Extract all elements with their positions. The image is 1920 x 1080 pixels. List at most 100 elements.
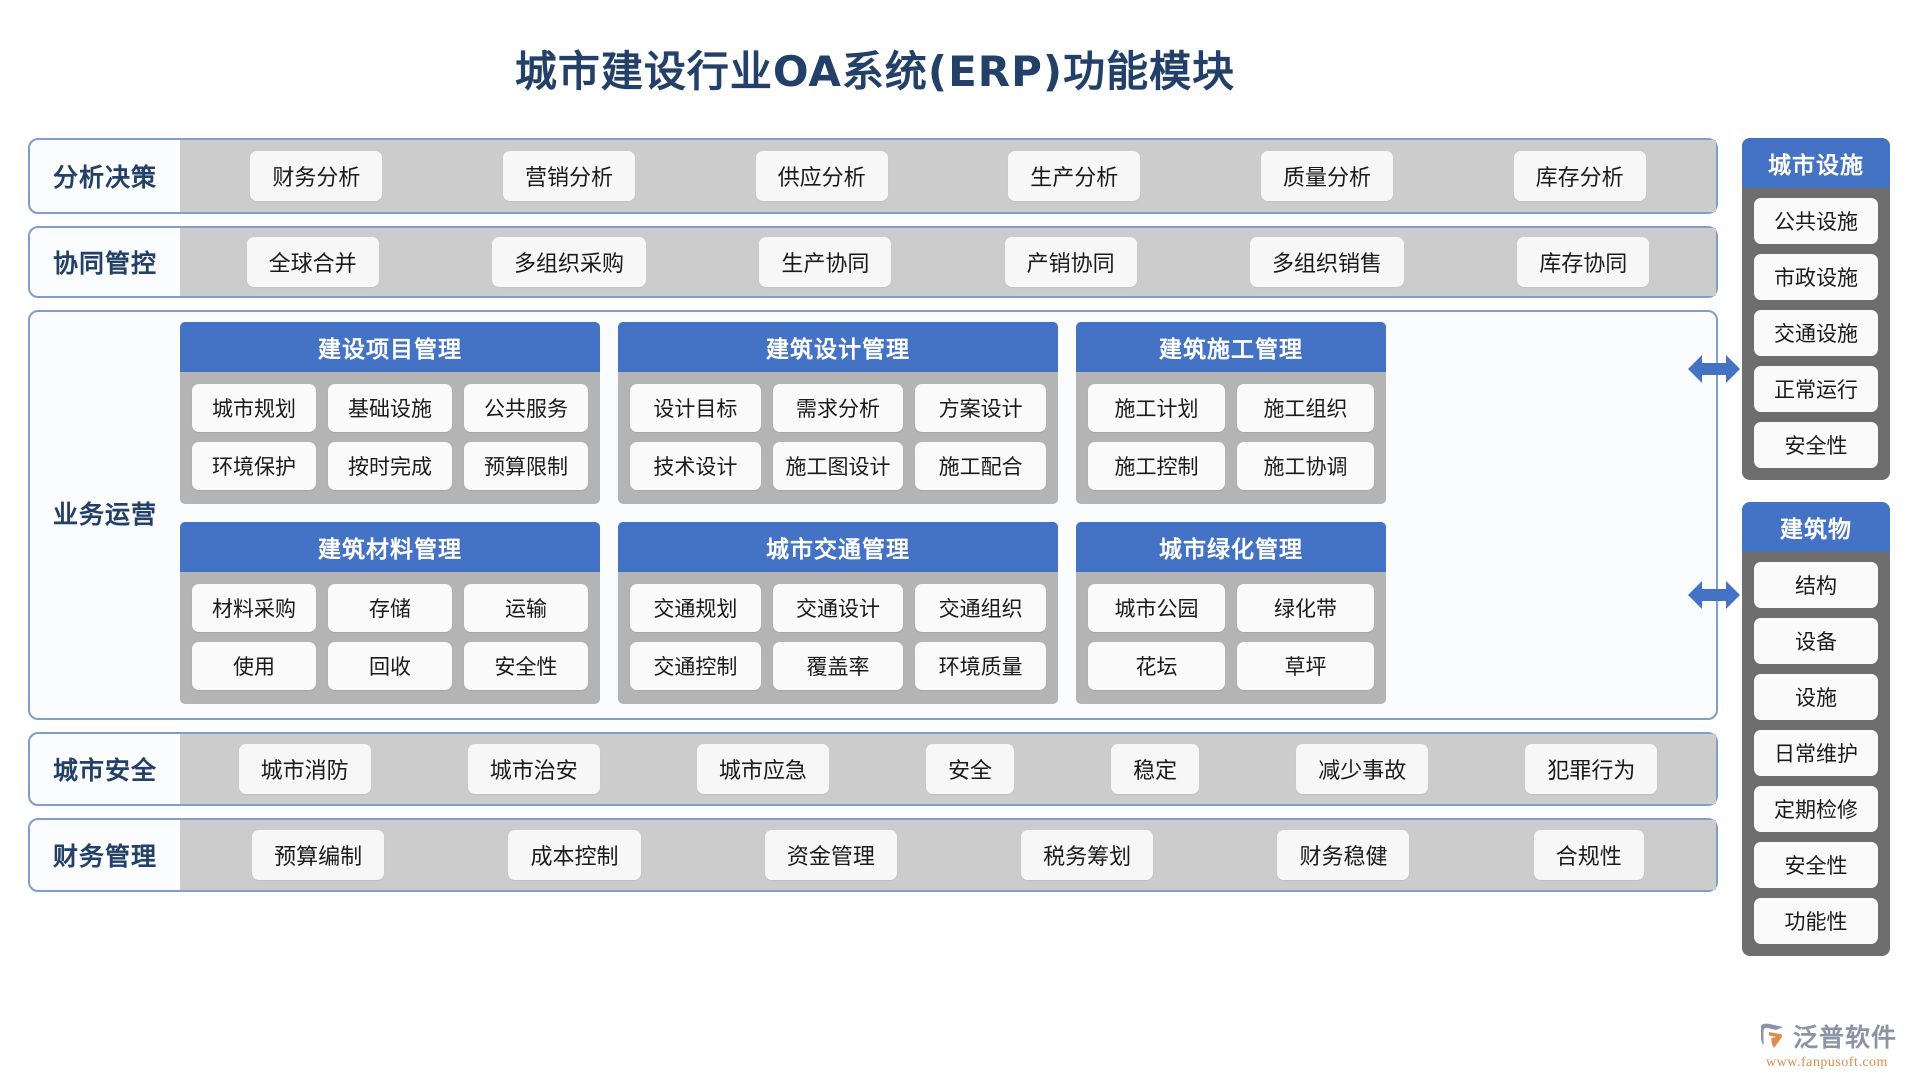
tile[interactable]: 使用: [192, 642, 316, 690]
logo-row: 泛普软件: [1757, 1018, 1897, 1054]
tile[interactable]: 公共服务: [464, 384, 588, 432]
brand-logo: 泛普软件 www.fanpusoft.com: [1742, 1018, 1912, 1071]
panel-list: 结构 设备 设施 日常维护 定期检修 安全性 功能性: [1742, 552, 1890, 944]
panel-item[interactable]: 公共设施: [1754, 198, 1878, 244]
chip-city-safety-0[interactable]: 城市消防: [238, 744, 371, 794]
panel-item[interactable]: 安全性: [1754, 842, 1878, 888]
tile[interactable]: 方案设计: [915, 384, 1047, 432]
panel-title: 建筑物: [1742, 502, 1890, 552]
section-collaboration: 协同管控 全球合并 多组织采购 生产协同 产销协同 多组织销售 库存协同: [28, 226, 1718, 298]
chip-analysis-0[interactable]: 财务分析: [250, 151, 383, 201]
tile[interactable]: 施工图设计: [772, 442, 904, 490]
tile[interactable]: 绿化带: [1237, 584, 1374, 632]
tile[interactable]: 设计目标: [630, 384, 761, 432]
panel-item[interactable]: 正常运行: [1754, 366, 1878, 412]
chip-analysis-4[interactable]: 质量分析: [1260, 151, 1393, 201]
chip-analysis-2[interactable]: 供应分析: [755, 151, 888, 201]
chip-collaboration-5[interactable]: 库存协同: [1517, 237, 1650, 287]
tile[interactable]: 施工组织: [1237, 384, 1374, 432]
tile[interactable]: 预算限制: [464, 442, 588, 490]
panel-item[interactable]: 定期检修: [1754, 786, 1878, 832]
chip-city-safety-4[interactable]: 稳定: [1111, 744, 1200, 794]
card-row: 使用 回收 安全性: [192, 642, 588, 690]
card-title: 建筑材料管理: [180, 522, 600, 572]
card-title: 建筑设计管理: [618, 322, 1058, 372]
logo-url: www.fanpusoft.com: [1766, 1055, 1888, 1070]
panel-item[interactable]: 结构: [1754, 562, 1878, 608]
chip-finance-4[interactable]: 财务稳健: [1277, 830, 1410, 880]
tile[interactable]: 花坛: [1088, 642, 1225, 690]
panel-list: 公共设施 市政设施 交通设施 正常运行 安全性: [1742, 188, 1890, 468]
chip-collaboration-2[interactable]: 生产协同: [759, 237, 892, 287]
chip-finance-2[interactable]: 资金管理: [764, 830, 897, 880]
tile[interactable]: 环境保护: [192, 442, 316, 490]
card-title: 城市交通管理: [618, 522, 1058, 572]
tile[interactable]: 草坪: [1237, 642, 1374, 690]
chip-city-safety-2[interactable]: 城市应急: [696, 744, 829, 794]
tile[interactable]: 运输: [464, 584, 588, 632]
tile[interactable]: 交通规划: [630, 584, 761, 632]
chip-finance-5[interactable]: 合规性: [1533, 830, 1644, 880]
card-body: 施工计划 施工组织 施工控制 施工协调: [1076, 372, 1386, 490]
section-collaboration-chips: 全球合并 多组织采购 生产协同 产销协同 多组织销售 库存协同: [180, 228, 1716, 296]
panel-item[interactable]: 安全性: [1754, 422, 1878, 468]
tile[interactable]: 回收: [328, 642, 452, 690]
card-construction-management: 建筑施工管理 施工计划 施工组织 施工控制 施工协调: [1076, 322, 1386, 504]
tile[interactable]: 施工计划: [1088, 384, 1225, 432]
panel-item[interactable]: 功能性: [1754, 898, 1878, 944]
chip-city-safety-5[interactable]: 减少事故: [1296, 744, 1429, 794]
tile[interactable]: 材料采购: [192, 584, 316, 632]
chip-analysis-3[interactable]: 生产分析: [1008, 151, 1141, 201]
card-city-greening: 城市绿化管理 城市公园 绿化带 花坛 草坪: [1076, 522, 1386, 704]
card-body: 设计目标 需求分析 方案设计 技术设计 施工图设计 施工配合: [618, 372, 1058, 490]
card-body: 交通规划 交通设计 交通组织 交通控制 覆盖率 环境质量: [618, 572, 1058, 690]
section-city-safety-label: 城市安全: [52, 756, 157, 785]
chip-collaboration-3[interactable]: 产销协同: [1004, 237, 1137, 287]
tile[interactable]: 安全性: [464, 642, 588, 690]
card-architecture-design: 建筑设计管理 设计目标 需求分析 方案设计 技术设计 施工图设计 施工配合: [618, 322, 1058, 504]
chip-city-safety-1[interactable]: 城市治安: [467, 744, 600, 794]
panel-item[interactable]: 市政设施: [1754, 254, 1878, 300]
chip-finance-0[interactable]: 预算编制: [252, 830, 385, 880]
chip-analysis-5[interactable]: 库存分析: [1513, 151, 1646, 201]
panel-item[interactable]: 设备: [1754, 618, 1878, 664]
tile[interactable]: 技术设计: [630, 442, 761, 490]
tile[interactable]: 交通控制: [630, 642, 761, 690]
tile[interactable]: 交通设计: [772, 584, 904, 632]
chip-collaboration-0[interactable]: 全球合并: [246, 237, 379, 287]
chip-city-safety-6[interactable]: 犯罪行为: [1525, 744, 1658, 794]
panel-buildings: 建筑物 结构 设备 设施 日常维护 定期检修 安全性 功能性: [1742, 502, 1890, 956]
tile[interactable]: 施工配合: [915, 442, 1047, 490]
card-row: 技术设计 施工图设计 施工配合: [630, 442, 1047, 490]
tile[interactable]: 施工控制: [1088, 442, 1225, 490]
chip-city-safety-3[interactable]: 安全: [925, 744, 1014, 794]
tile[interactable]: 需求分析: [772, 384, 904, 432]
tile[interactable]: 交通组织: [915, 584, 1047, 632]
section-city-safety-chips: 城市消防 城市治安 城市应急 安全 稳定 减少事故 犯罪行为: [180, 734, 1716, 804]
section-finance-label: 财务管理: [52, 842, 157, 871]
panel-item[interactable]: 交通设施: [1754, 310, 1878, 356]
section-analysis: 分析决策 财务分析 营销分析 供应分析 生产分析 质量分析 库存分析: [28, 138, 1718, 214]
tile[interactable]: 存储: [328, 584, 452, 632]
chip-finance-3[interactable]: 税务筹划: [1021, 830, 1154, 880]
section-city-safety: 城市安全 城市消防 城市治安 城市应急 安全 稳定 减少事故 犯罪行为: [28, 732, 1718, 806]
tile[interactable]: 环境质量: [915, 642, 1047, 690]
right-rail: 城市设施 公共设施 市政设施 交通设施 正常运行 安全性 建筑物 结构 设备 设…: [1742, 138, 1890, 978]
tile[interactable]: 按时完成: [328, 442, 452, 490]
chip-collaboration-4[interactable]: 多组织销售: [1249, 237, 1404, 287]
card-row: 城市公园 绿化带: [1088, 584, 1374, 632]
tile[interactable]: 覆盖率: [772, 642, 904, 690]
card-body: 城市规划 基础设施 公共服务 环境保护 按时完成 预算限制: [180, 372, 600, 490]
chip-finance-1[interactable]: 成本控制: [508, 830, 641, 880]
card-city-traffic: 城市交通管理 交通规划 交通设计 交通组织 交通控制 覆盖率 环境质量: [618, 522, 1058, 704]
panel-item[interactable]: 设施: [1754, 674, 1878, 720]
tile[interactable]: 城市公园: [1088, 584, 1225, 632]
card-row: 城市规划 基础设施 公共服务: [192, 384, 588, 432]
tile[interactable]: 城市规划: [192, 384, 316, 432]
tile[interactable]: 基础设施: [328, 384, 452, 432]
tile[interactable]: 施工协调: [1237, 442, 1374, 490]
chip-analysis-1[interactable]: 营销分析: [502, 151, 635, 201]
panel-item[interactable]: 日常维护: [1754, 730, 1878, 776]
panel-title: 城市设施: [1742, 138, 1890, 188]
chip-collaboration-1[interactable]: 多组织采购: [491, 237, 646, 287]
